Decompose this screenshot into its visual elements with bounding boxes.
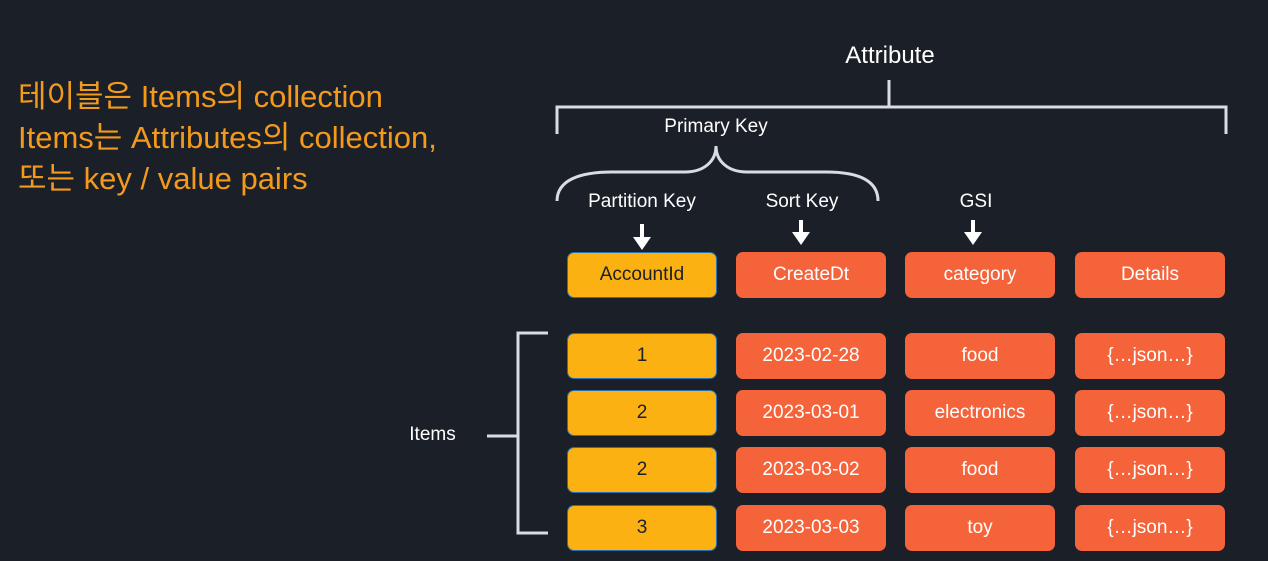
item-cell-category: electronics xyxy=(905,390,1055,436)
item-cell-details: {…json…} xyxy=(1075,333,1225,379)
column-header-accountid: AccountId xyxy=(567,252,717,298)
items-label: Items xyxy=(409,424,456,445)
sort-key-label: Sort Key xyxy=(765,191,839,212)
sort-key-arrow xyxy=(792,220,810,245)
item-cell-createdt: 2023-02-28 xyxy=(736,333,886,379)
gsi-label: GSI xyxy=(959,191,993,212)
gsi-arrow xyxy=(964,220,982,245)
heading-line-1: 테이블은 Items의 collection xyxy=(18,79,383,114)
primary-key-label: Primary Key xyxy=(664,116,768,137)
item-cell-category: food xyxy=(905,447,1055,493)
item-cell-accountid: 1 xyxy=(567,333,717,379)
item-cell-accountid: 3 xyxy=(567,505,717,551)
column-header-createdt: CreateDt xyxy=(736,252,886,298)
column-header-details: Details xyxy=(1075,252,1225,298)
item-cell-category: toy xyxy=(905,505,1055,551)
item-cell-createdt: 2023-03-02 xyxy=(736,447,886,493)
column-header-category: category xyxy=(905,252,1055,298)
item-cell-createdt: 2023-03-03 xyxy=(736,505,886,551)
item-cell-category: food xyxy=(905,333,1055,379)
attribute-bracket xyxy=(555,80,1228,134)
item-cell-details: {…json…} xyxy=(1075,505,1225,551)
item-cell-details: {…json…} xyxy=(1075,390,1225,436)
partition-key-label: Partition Key xyxy=(588,191,696,212)
partition-key-arrow xyxy=(633,224,651,250)
primary-key-brace xyxy=(555,145,880,202)
heading-line-3: 또는 key / value pairs xyxy=(18,161,308,196)
item-cell-details: {…json…} xyxy=(1075,447,1225,493)
item-cell-accountid: 2 xyxy=(567,447,717,493)
item-cell-createdt: 2023-03-01 xyxy=(736,390,886,436)
attribute-label: Attribute xyxy=(845,42,935,69)
items-bracket xyxy=(487,331,548,535)
item-cell-accountid: 2 xyxy=(567,390,717,436)
heading-line-2: Items는 Attributes의 collection, xyxy=(18,120,437,155)
